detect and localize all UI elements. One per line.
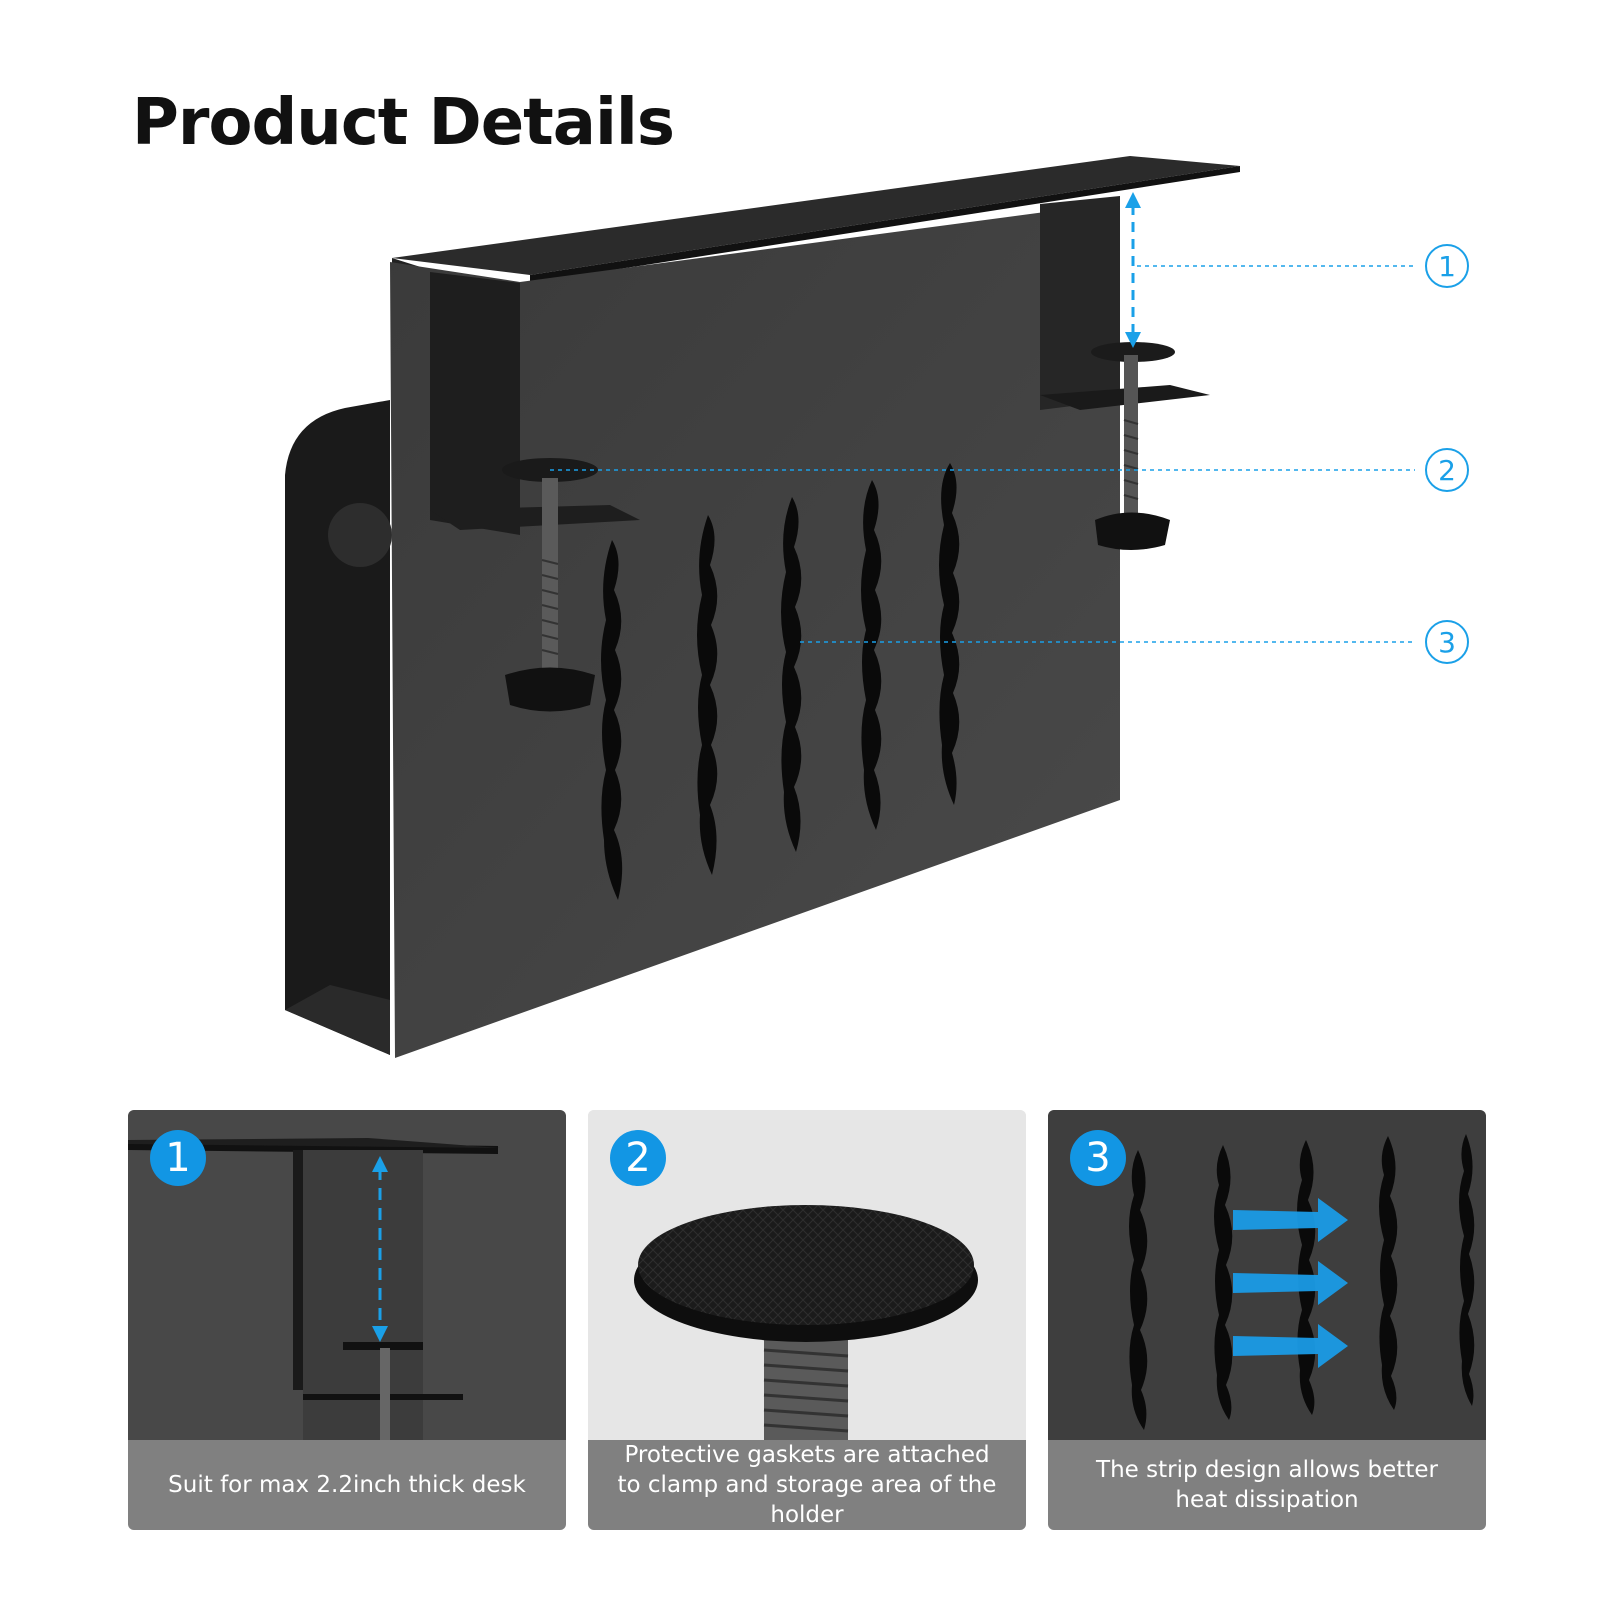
badge-2: 2 xyxy=(610,1130,666,1186)
badge-3: 3 xyxy=(1070,1130,1126,1186)
detail-card-1: 1 Suit for max 2.2inch thick desk xyxy=(128,1110,566,1530)
back-panel xyxy=(285,400,390,1055)
callout-1: 1 xyxy=(1425,244,1469,288)
badge-1: 1 xyxy=(150,1130,206,1186)
clamp-thickness-closeup xyxy=(128,1110,566,1440)
left-clamp xyxy=(430,458,640,712)
front-panel xyxy=(390,202,1120,1058)
product-illustration: 1 2 3 xyxy=(285,156,1469,1058)
card-caption-2: Protective gaskets are attached to clamp… xyxy=(588,1440,1026,1530)
detail-card-2: 2 Protective gaskets are attached to cla… xyxy=(588,1110,1026,1530)
svg-text:2: 2 xyxy=(1438,454,1456,487)
card-caption-3: The strip design allows better heat diss… xyxy=(1048,1440,1486,1530)
callout-2: 2 xyxy=(1425,448,1469,492)
airflow-arrow-icon xyxy=(1233,1198,1348,1368)
right-clamp xyxy=(1040,342,1210,550)
svg-text:3: 3 xyxy=(1438,626,1456,659)
ventilation-slots xyxy=(601,463,960,900)
card-caption-1: Suit for max 2.2inch thick desk xyxy=(128,1440,566,1530)
callout-3: 3 xyxy=(1425,620,1469,664)
top-plate xyxy=(392,156,1240,275)
thickness-arrow-icon xyxy=(1125,192,1141,348)
detail-card-3: 3 The strip design allows better heat di… xyxy=(1048,1110,1486,1530)
page-title: Product Details xyxy=(132,86,675,160)
svg-text:1: 1 xyxy=(1438,250,1456,283)
